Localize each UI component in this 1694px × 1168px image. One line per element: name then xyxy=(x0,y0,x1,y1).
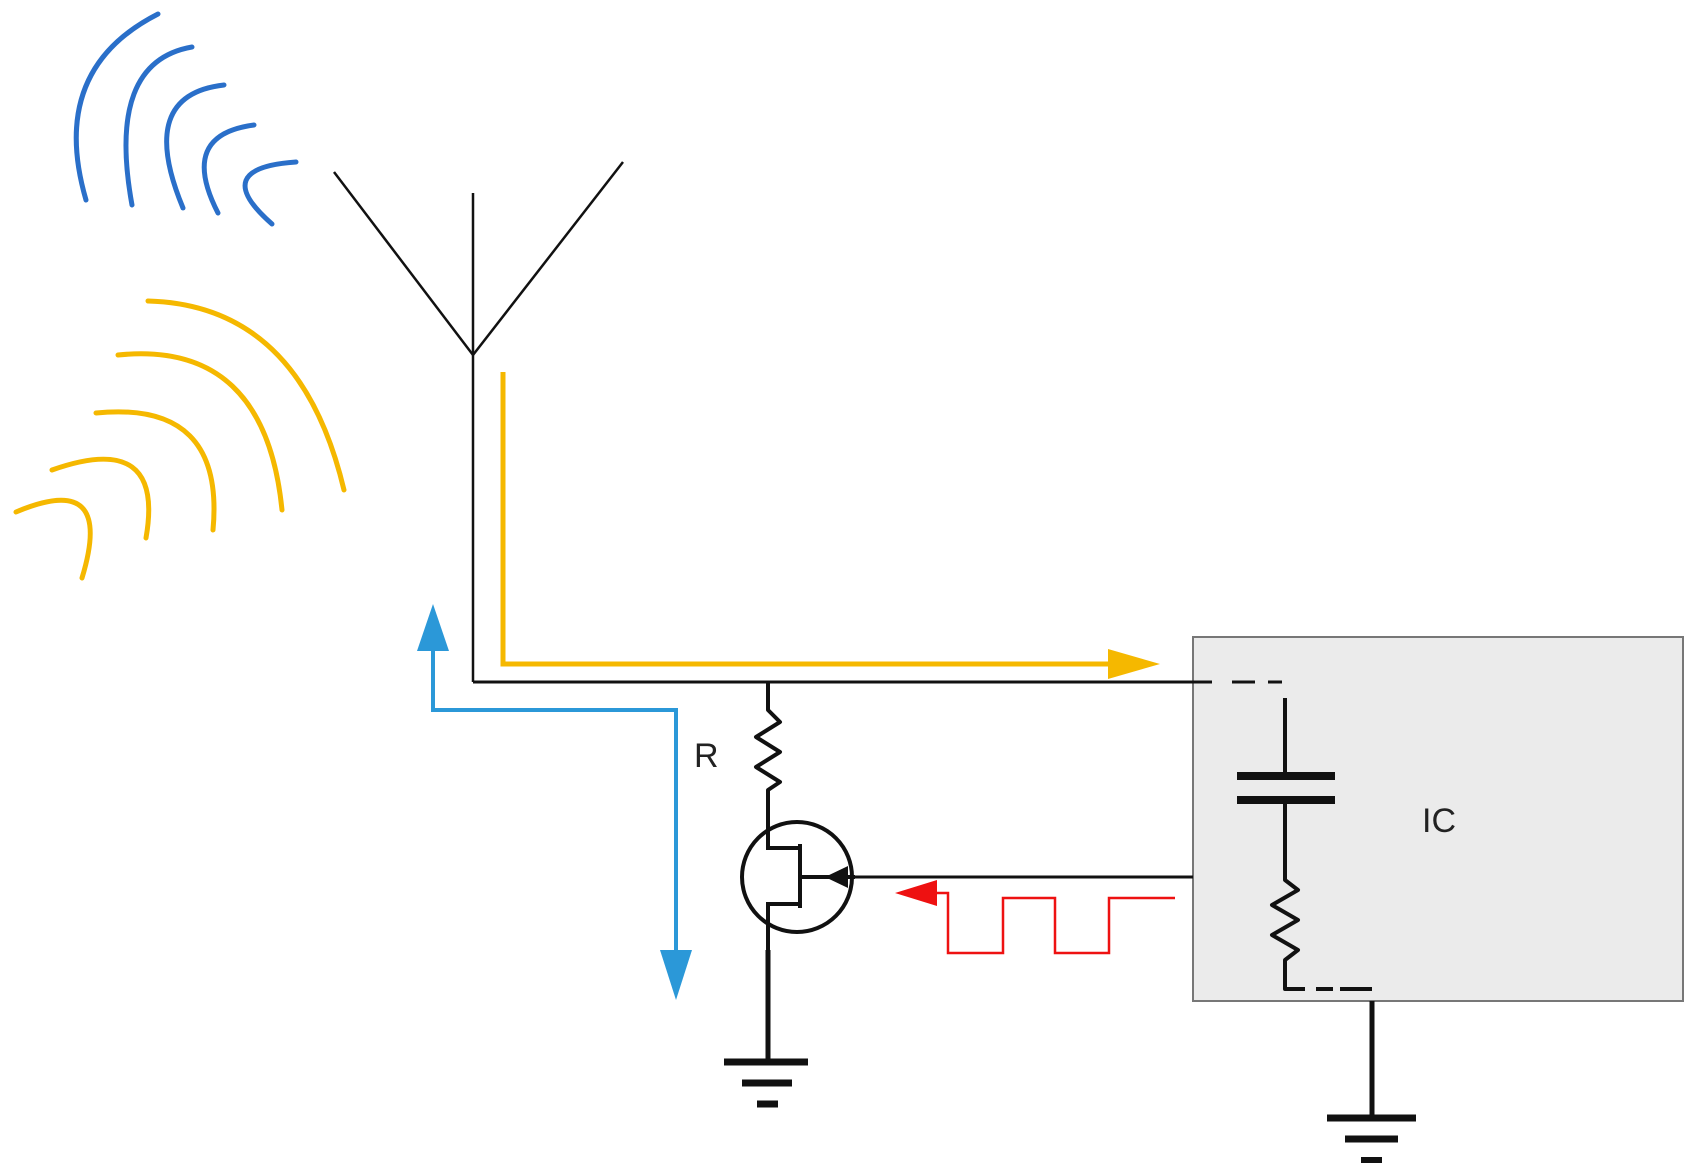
resistor-label: R xyxy=(694,737,719,775)
square-wave-icon xyxy=(895,880,1175,955)
blue-signal-arrow xyxy=(417,604,692,1000)
ic-ground-icon xyxy=(1327,1001,1416,1163)
resistor-icon xyxy=(754,682,782,822)
jfet-icon xyxy=(740,820,855,950)
yellow-signal-arrow xyxy=(500,372,1160,679)
capacitor-icon xyxy=(1237,772,1335,804)
yellow-wave-icon xyxy=(13,298,347,581)
ic-label: IC xyxy=(1422,802,1456,840)
ground-icon xyxy=(724,950,808,1108)
gate-arrow-icon xyxy=(825,866,848,888)
ic-resistor-icon xyxy=(1270,802,1372,991)
antenna-icon xyxy=(333,161,624,682)
ic-box xyxy=(1192,636,1684,1002)
blue-wave-icon xyxy=(73,11,299,227)
